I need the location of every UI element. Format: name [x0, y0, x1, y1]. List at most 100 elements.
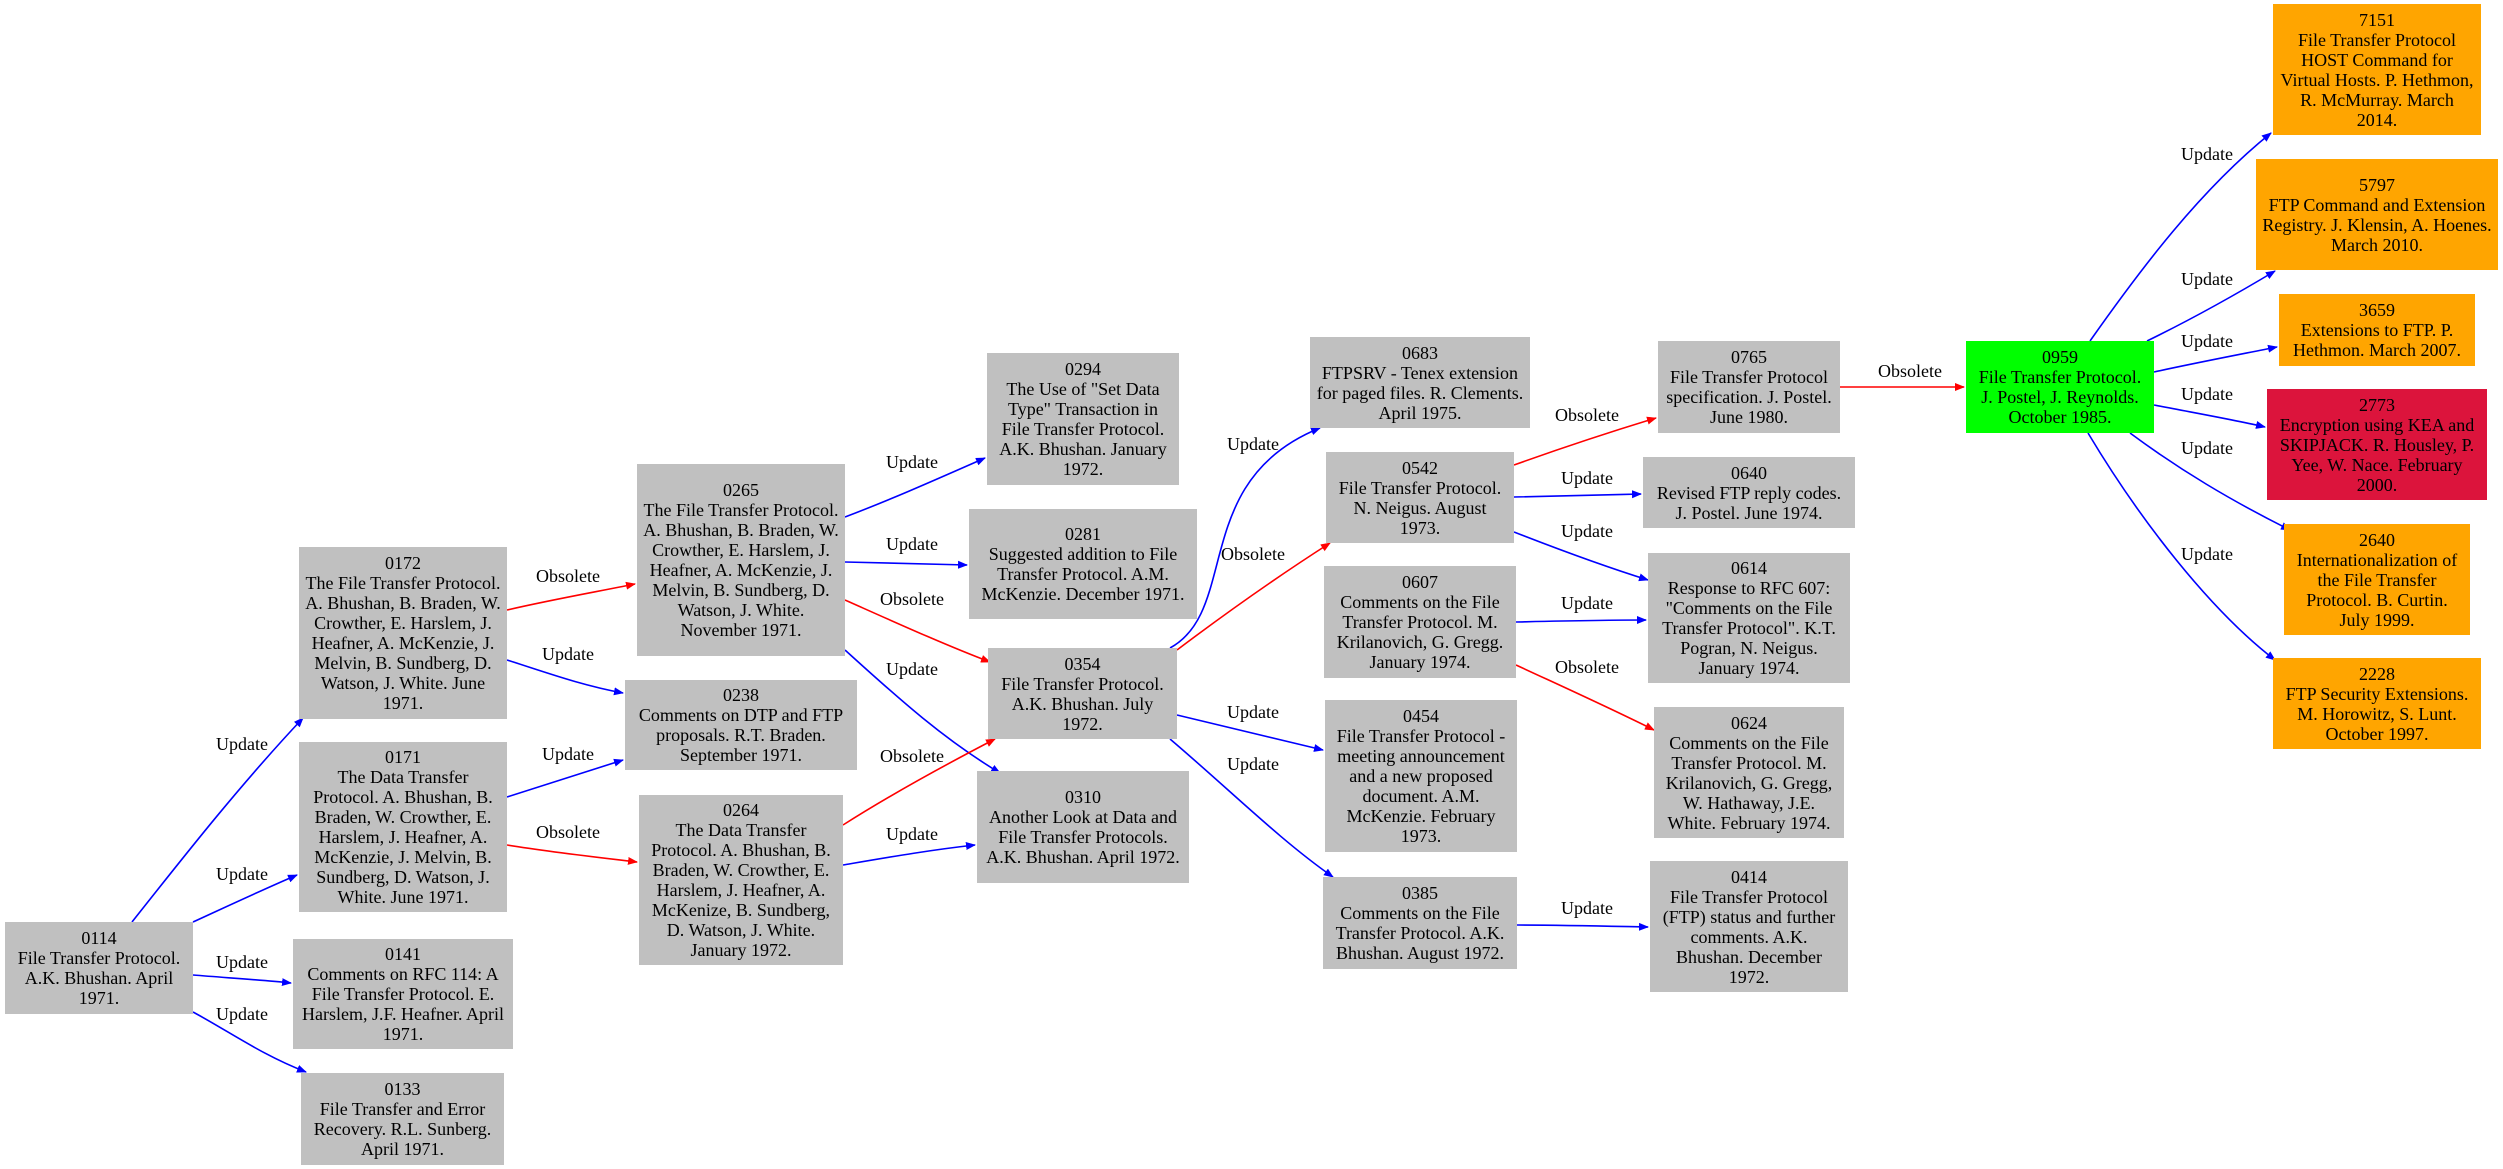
edge-label-obsolete: Obsolete: [1221, 544, 1285, 564]
edge-update-0265-0294: [844, 457, 986, 518]
edge-label-update: Update: [2181, 438, 2233, 458]
rfc-description: Comments on the File Transfer Protocol. …: [1665, 732, 1833, 833]
rfc-number: 0454: [1403, 706, 1439, 726]
rfc-description: File Transfer Protocol HOST Command for …: [2280, 29, 2474, 130]
rfc-number: 0614: [1731, 558, 1767, 578]
rfc-number: 0354: [1064, 653, 1101, 674]
rfc-number: 0683: [1402, 342, 1438, 363]
edge-label-obsolete: Obsolete: [1878, 361, 1942, 381]
edge-update-0172-0238: [506, 659, 624, 696]
rfc-number: 2773: [2359, 394, 2395, 415]
edge-label-update: Update: [1561, 521, 1613, 541]
edge-update-0114-0133: [192, 1011, 307, 1073]
edge-obsolete-0171-0264: [506, 844, 638, 865]
edge-obsolete-0542-0765: [1513, 416, 1657, 466]
edge-label-obsolete: Obsolete: [536, 566, 600, 586]
rfc-description: The Data Transfer Protocol. A. Bhushan, …: [313, 767, 493, 907]
edge-label-update: Update: [2181, 331, 2233, 351]
rfc-description: FTP Security Extensions. M. Horowitz, S.…: [2285, 683, 2469, 744]
edge-update-0171-0238: [506, 758, 624, 798]
edge-label-update: Update: [886, 452, 938, 472]
rfc-number: 0310: [1065, 787, 1101, 807]
edge-update-0959-3659: [2153, 344, 2278, 373]
rfc-number: 0172: [385, 553, 421, 573]
rfc-number: 0624: [1731, 712, 1767, 733]
rfc-description: Internationalization of the File Transfe…: [2296, 549, 2458, 630]
edge-label-update: Update: [2181, 269, 2233, 289]
rfc-description: Response to RFC 607: "Comments on the Fi…: [1662, 578, 1836, 678]
rfc-description: Suggested addition to File Transfer Prot…: [981, 544, 1185, 604]
edge-update-0264-0310: [842, 842, 976, 866]
edge-label-update: Update: [216, 1004, 268, 1024]
edge-update-0959-5797: [2146, 270, 2276, 342]
rfc-description: Comments on RFC 114: A File Transfer Pro…: [301, 964, 505, 1044]
edge-label-update: Update: [216, 864, 268, 884]
edge-label-obsolete: Obsolete: [536, 822, 600, 842]
rfc-number: 0281: [1065, 524, 1101, 544]
edge-update-0385-0414: [1516, 922, 1649, 931]
edge-label-update: Update: [1227, 434, 1279, 454]
rfc-description: Comments on the File Transfer Protocol. …: [1336, 592, 1504, 672]
rfc-description: FTP Command and Extension Registry. J. K…: [2262, 194, 2492, 255]
rfc-description: The File Transfer Protocol. A. Bhushan, …: [305, 573, 501, 713]
edge-label-obsolete: Obsolete: [880, 746, 944, 766]
edge-update-0959-2773: [2153, 404, 2266, 429]
edge-update-0354-0454: [1176, 714, 1324, 752]
edge-label-update: Update: [2181, 144, 2233, 164]
rfc-number: 0294: [1065, 359, 1101, 379]
rfc-description: The Use of "Set Data Type" Transaction i…: [999, 379, 1167, 479]
rfc-description: File Transfer and Error Recovery. R.L. S…: [313, 1099, 492, 1159]
edge-obsolete-0264-0354: [842, 738, 996, 826]
edge-update-0959-7151: [2089, 132, 2272, 342]
edge-update-0114-0171: [192, 874, 298, 923]
rfc-description: Encryption using KEA and SKIPJACK. R. Ho…: [2279, 414, 2475, 495]
rfc-number: 0141: [385, 944, 421, 964]
rfc-number: 0765: [1731, 347, 1767, 367]
edge-update-0265-0281: [844, 560, 968, 569]
edge-obsolete-0354-0542: [1176, 542, 1331, 651]
edge-update-0959-2228: [2087, 432, 2276, 661]
edge-label-update: Update: [1561, 468, 1613, 488]
rfc-number: 5797: [2359, 174, 2395, 195]
edge-update-0542-0640: [1513, 490, 1642, 499]
edge-obsolete-0265-0354: [844, 599, 991, 663]
rfc-description: File Transfer Protocol. A.K. Bhushan. Ju…: [1001, 673, 1164, 734]
rfc-description: File Transfer Protocol - meeting announc…: [1336, 726, 1506, 846]
rfc-description: Comments on DTP and FTP proposals. R.T. …: [638, 705, 844, 765]
edge-update-0114-0141: [192, 974, 292, 987]
rfc-description: Another Look at Data and File Transfer P…: [986, 807, 1180, 867]
edge-label-update: Update: [886, 659, 938, 679]
edge-label-update: Update: [216, 734, 268, 754]
edge-label-obsolete: Obsolete: [1555, 405, 1619, 425]
rfc-description: Extensions to FTP. P. Hethmon. March 200…: [2293, 320, 2461, 360]
rfc-description: File Transfer Protocol. J. Postel, J. Re…: [1978, 367, 2142, 427]
edge-label-update: Update: [886, 534, 938, 554]
rfc-number: 0264: [723, 800, 759, 820]
rfc-number: 0640: [1731, 462, 1767, 483]
edge-label-obsolete: Obsolete: [1555, 657, 1619, 677]
rfc-description: File Transfer Protocol. N. Neigus. Augus…: [1338, 477, 1502, 538]
rfc-number: 0265: [723, 480, 759, 500]
edge-update-0114-0172: [131, 717, 304, 923]
rfc-description: File Transfer Protocol. A.K. Bhushan. Ap…: [17, 948, 181, 1008]
